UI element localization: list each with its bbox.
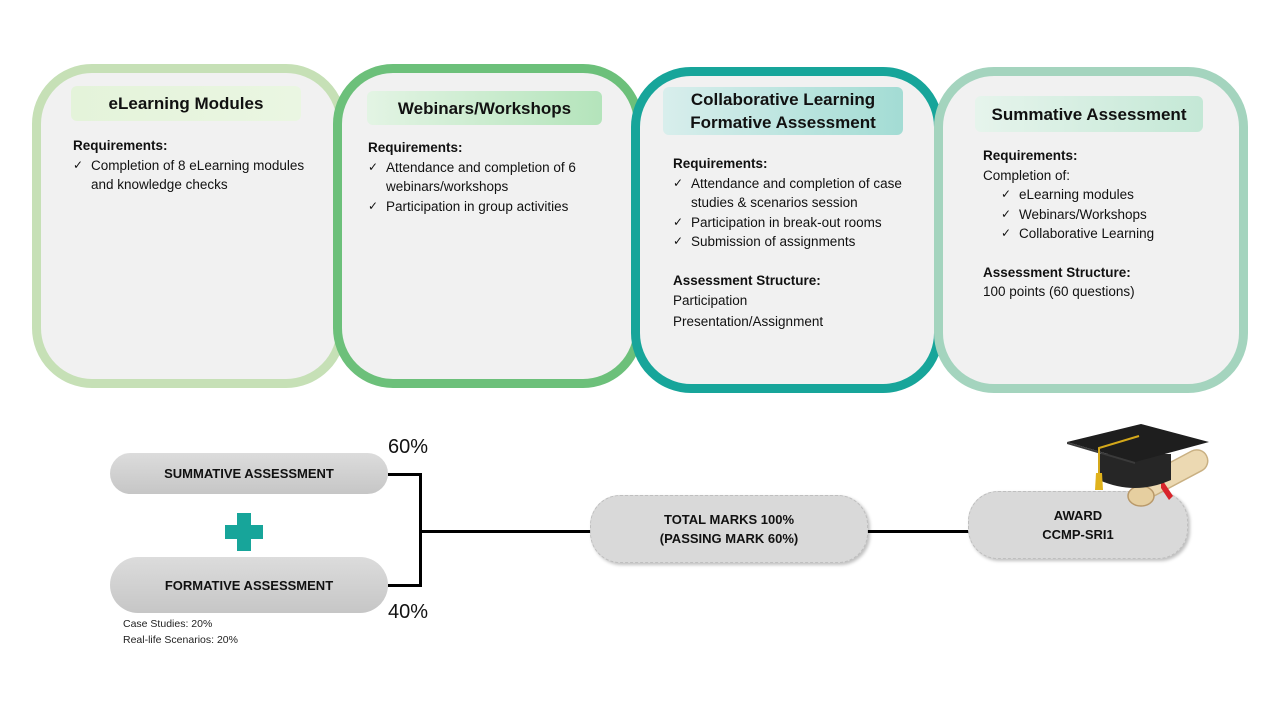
requirement-item: ✓Collaborative Learning (983, 224, 1223, 244)
award-code: CCMP-SRI1 (1042, 527, 1114, 542)
formative-percentage: 40% (388, 601, 429, 623)
breakdown-item: Case Studies: 20% (123, 618, 213, 630)
card-body: Requirements: Completion of: ✓eLearning … (983, 146, 1223, 302)
checkmark-icon: ✓ (1001, 226, 1012, 240)
requirement-item: ✓Attendance and completion of case studi… (673, 174, 923, 213)
card-elearning-modules: eLearning Modules Requirements: ✓Complet… (32, 64, 346, 388)
formative-assessment-pill: FORMATIVE ASSESSMENT (110, 557, 388, 613)
checkmark-icon: ✓ (368, 198, 379, 213)
connector-line (388, 473, 422, 476)
structure-item: Participation (673, 293, 748, 308)
checkmark-icon: ✓ (368, 159, 379, 174)
structure-item: 100 points (60 questions) (983, 284, 1135, 299)
formative-breakdown: Case Studies: 20% Real-life Scenarios: 2… (123, 616, 238, 648)
breakdown-item: Real-life Scenarios: 20% (123, 634, 238, 646)
checkmark-icon: ✓ (1001, 187, 1012, 201)
requirement-item: ✓Participation in break-out rooms (673, 213, 923, 233)
passing-mark-text: (PASSING MARK 60%) (659, 531, 799, 546)
card-body: Requirements: ✓Attendance and completion… (673, 154, 923, 331)
completion-label: Completion of: (983, 167, 1071, 183)
requirement-item: ✓Attendance and completion of 6 webinars… (368, 158, 608, 197)
connector-line (866, 530, 970, 533)
card-summative-assessment: Summative Assessment Requirements: Compl… (934, 67, 1248, 393)
checkmark-icon: ✓ (1001, 206, 1012, 221)
title-line-1: Collaborative Learning (690, 90, 876, 109)
structure-item: Presentation/Assignment (673, 313, 824, 329)
card-title: eLearning Modules (71, 86, 301, 121)
requirements-label: Requirements: (673, 156, 768, 171)
total-marks-text: TOTAL MARKS 100% (663, 512, 795, 527)
requirements-label: Requirements: (368, 140, 463, 155)
award-label: AWARD (1053, 508, 1103, 523)
checkmark-icon: ✓ (673, 234, 684, 248)
requirements-label: Requirements: (983, 148, 1078, 163)
title-line-2: Formative Assessment (690, 113, 876, 132)
card-title: Webinars/Workshops (367, 91, 602, 125)
card-title: Summative Assessment (975, 96, 1203, 132)
plus-icon (225, 513, 263, 551)
connector-line (419, 530, 591, 533)
card-webinars-workshops: Webinars/Workshops Requirements: ✓Attend… (333, 64, 643, 388)
structure-label: Assessment Structure: (983, 264, 1131, 280)
card-title: Collaborative Learning Formative Assessm… (663, 87, 903, 135)
requirement-item: ✓Submission of assignments (673, 232, 923, 252)
card-body: Requirements: ✓Completion of 8 eLearning… (73, 136, 313, 195)
total-marks-pill: TOTAL MARKS 100% (PASSING MARK 60%) (590, 495, 868, 563)
summative-percentage: 60% (388, 436, 429, 458)
card-body: Requirements: ✓Attendance and completion… (368, 138, 608, 216)
summative-assessment-pill: SUMMATIVE ASSESSMENT (110, 453, 388, 494)
checkmark-icon: ✓ (73, 157, 84, 172)
checkmark-icon: ✓ (673, 214, 684, 229)
card-collaborative-learning: Collaborative Learning Formative Assessm… (631, 67, 943, 393)
checkmark-icon: ✓ (673, 175, 684, 190)
requirement-item: ✓Webinars/Workshops (983, 205, 1223, 225)
graduation-cap-icon (1067, 424, 1209, 507)
requirements-label: Requirements: (73, 138, 168, 153)
requirement-item: ✓Completion of 8 eLearning modules and k… (73, 156, 313, 195)
requirement-item: ✓Participation in group activities (368, 197, 608, 217)
connector-line (388, 584, 422, 587)
structure-label: Assessment Structure: (673, 272, 821, 288)
requirement-item: ✓eLearning modules (983, 185, 1223, 205)
